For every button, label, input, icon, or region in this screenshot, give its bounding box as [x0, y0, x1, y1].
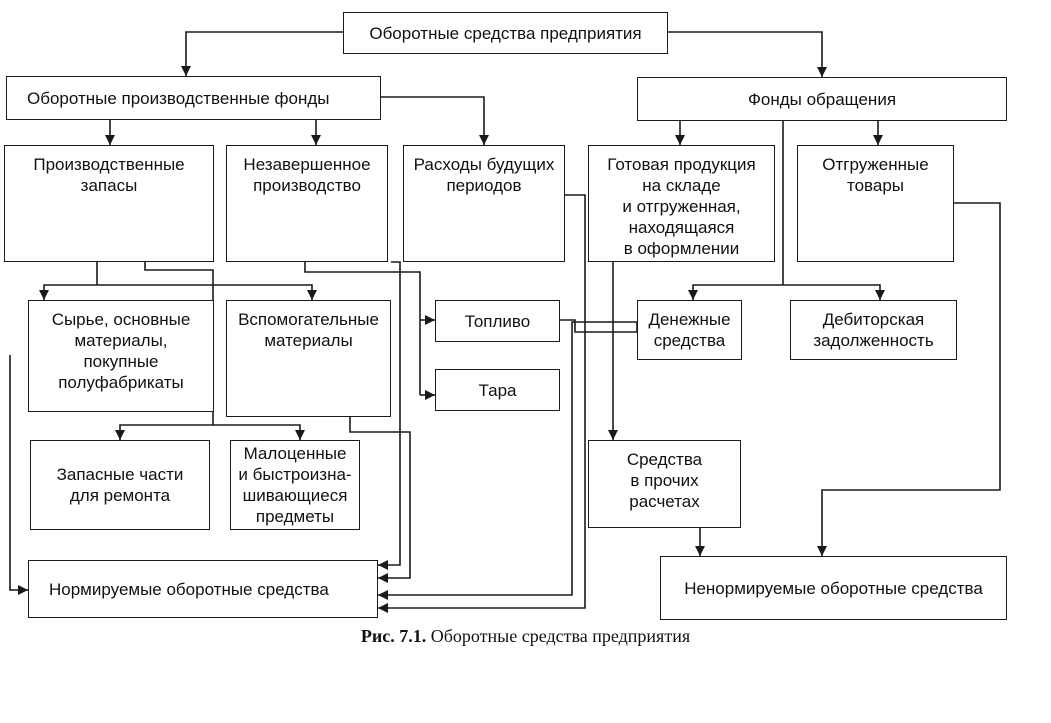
- production-funds-box: Оборотные производственные фонды: [6, 76, 381, 120]
- connector-aux-to-normalized: [349, 417, 411, 579]
- finished-goods-box: Готовая продукция на складе и отгруженна…: [588, 145, 775, 262]
- connector-to-deferred-expenses-arrowhead: [479, 135, 489, 145]
- connector-root-to-production-funds-arrowhead: [181, 66, 191, 76]
- connector-to-work-in-progress-arrowhead: [311, 135, 321, 145]
- other-settlements-box: Средства в прочих расчетах: [588, 440, 741, 528]
- shipped-goods-box: Отгруженные товары: [797, 145, 954, 262]
- connector-wip-to-normalized-arrowhead: [378, 560, 388, 570]
- low-value-items-box: Малоценные и быстроизна- шивающиеся пред…: [230, 440, 360, 530]
- figure-caption-label: Рис. 7.1.: [360, 626, 427, 646]
- connector-wip-branch: [304, 262, 421, 395]
- raw-materials-box: Сырье, основные материалы, покупные полу…: [28, 300, 214, 412]
- connector-wip-to-normalized: [378, 261, 401, 566]
- connector-to-auxiliary-materials-arrowhead: [307, 290, 317, 300]
- connector-to-receivables: [783, 284, 881, 300]
- connector-raw-to-normalized: [9, 355, 28, 591]
- connector-to-raw-materials-arrowhead: [39, 290, 49, 300]
- connector-to-packaging-arrowhead: [425, 390, 435, 400]
- connector-raw-to-normalized-arrowhead: [18, 585, 28, 595]
- connector-to-cash-arrowhead: [688, 290, 698, 300]
- connector-root-to-production-funds: [185, 31, 343, 76]
- receivables-box: Дебиторская задолженность: [790, 300, 957, 360]
- deferred-expenses-box: Расходы будущих периодов: [403, 145, 565, 262]
- non-normalized-assets-box: Ненормируемые оборотные средства: [660, 556, 1007, 620]
- connector-to-shipped-goods-arrowhead: [873, 135, 883, 145]
- root-box: Оборотные средства предприятия: [343, 12, 668, 54]
- connector-deferred-to-normalized: [378, 194, 586, 609]
- connector-to-low-value-items-arrowhead: [295, 430, 305, 440]
- connector-cash-to-normalized-arrowhead: [378, 590, 388, 600]
- connector-to-receivables-arrowhead: [875, 290, 885, 300]
- connector-settlements-to-non-normalized-arrowhead: [695, 546, 705, 556]
- connector-to-finished-goods-arrowhead: [675, 135, 685, 145]
- connector-root-to-circulation-funds: [668, 31, 823, 77]
- packaging-box: Тара: [435, 369, 560, 411]
- connector-to-low-value-items: [213, 424, 301, 440]
- connector-to-production-stocks-arrowhead: [105, 135, 115, 145]
- production-stocks-box: Производственные запасы: [4, 145, 214, 262]
- connector-to-auxiliary-materials: [97, 284, 313, 300]
- connector-to-other-settlements-arrowhead: [608, 430, 618, 440]
- connector-to-fuel-arrowhead: [425, 315, 435, 325]
- auxiliary-materials-box: Вспомогательные материалы: [226, 300, 391, 417]
- connector-shipped-to-non-normalized: [821, 202, 1001, 556]
- work-in-progress-box: Незавершенное производство: [226, 145, 388, 262]
- connector-to-spare-parts-arrowhead: [115, 430, 125, 440]
- fuel-box: Топливо: [435, 300, 560, 342]
- connector-to-deferred-expenses: [381, 96, 485, 145]
- connector-deferred-to-normalized-arrowhead: [378, 603, 388, 613]
- connector-to-cash: [692, 284, 783, 300]
- connector-root-to-circulation-funds-arrowhead: [817, 67, 827, 77]
- connector-aux-to-normalized-arrowhead: [378, 573, 388, 583]
- figure-caption-text: Оборотные средства предприятия: [430, 626, 691, 646]
- connector-to-spare-parts: [119, 424, 213, 440]
- circulation-funds-box: Фонды обращения: [637, 77, 1007, 121]
- figure-caption: Рис. 7.1. Оборотные средства предприятия: [0, 626, 1051, 647]
- connector-shipped-to-non-normalized-arrowhead: [817, 546, 827, 556]
- cash-box: Денежные средства: [637, 300, 742, 360]
- normalized-assets-box: Нормируемые оборотные средства: [28, 560, 378, 618]
- connector-to-raw-materials: [43, 284, 97, 300]
- spare-parts-box: Запасные части для ремонта: [30, 440, 210, 530]
